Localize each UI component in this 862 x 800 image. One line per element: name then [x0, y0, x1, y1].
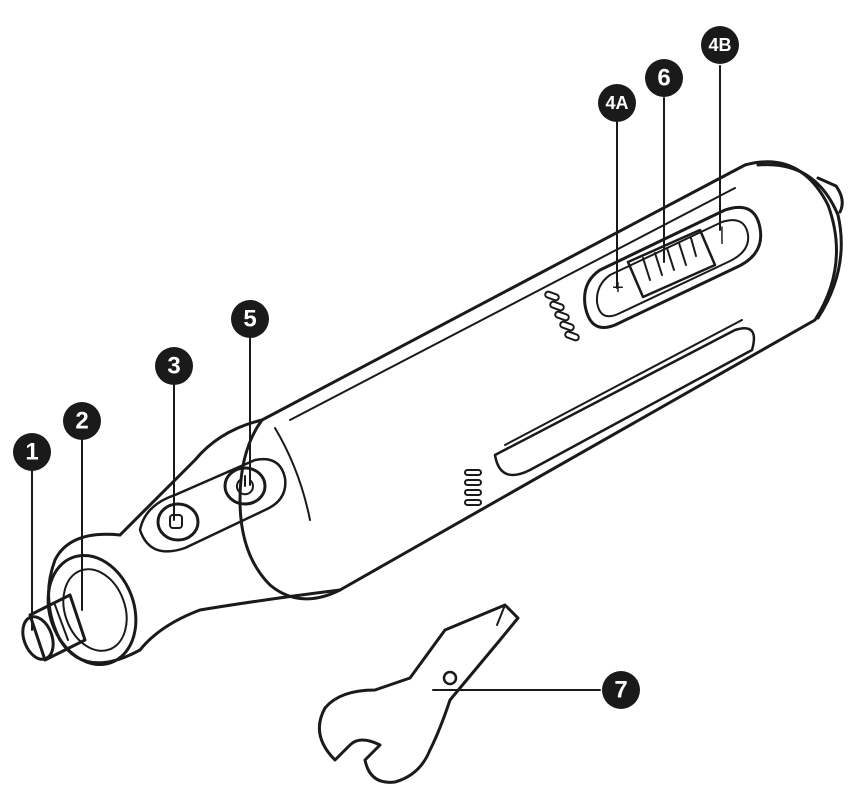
svg-text:7: 7: [614, 677, 627, 704]
switch-ridges: [642, 237, 697, 281]
switch-mark-bar: |: [720, 224, 725, 244]
svg-text:6: 6: [657, 65, 670, 92]
callout-4a: 4A: [598, 84, 636, 122]
wrench: [317, 603, 520, 784]
svg-text:4B: 4B: [708, 35, 731, 55]
vent-grille-top: [544, 290, 580, 342]
callout-7: 7: [602, 671, 640, 709]
vent-grille-side: [464, 469, 482, 506]
svg-text:4A: 4A: [605, 93, 628, 113]
svg-text:1: 1: [25, 439, 38, 466]
speed-selector-switch: + |: [583, 205, 763, 329]
leader-lines: [31, 65, 721, 691]
callout-5: 5: [231, 300, 269, 338]
svg-text:2: 2: [75, 408, 88, 435]
callout-3: 3: [155, 347, 193, 385]
callout-1: 1: [13, 433, 51, 471]
svg-text:5: 5: [243, 306, 256, 333]
tool-body: [21, 160, 844, 667]
shaft-lock-button: [156, 502, 200, 542]
callout-2: 2: [63, 402, 101, 440]
power-button: [223, 466, 267, 506]
callout-4b: 4B: [701, 26, 739, 64]
svg-text:3: 3: [167, 353, 180, 380]
callout-6: 6: [645, 59, 683, 97]
